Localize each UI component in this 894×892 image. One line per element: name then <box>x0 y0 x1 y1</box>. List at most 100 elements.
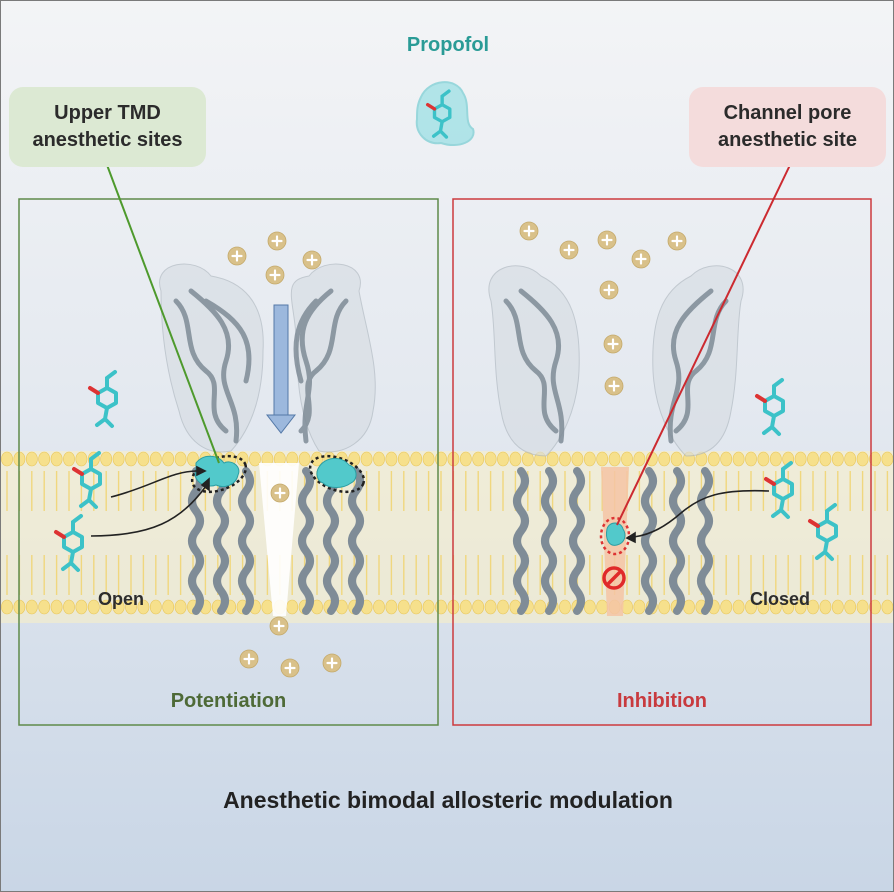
lipid-headgroup <box>112 451 125 467</box>
lipid-headgroup <box>571 451 584 467</box>
channel-pore-callout: Channel pore anesthetic site <box>689 87 886 167</box>
channel-pore-callout-line2: anesthetic site <box>718 129 857 151</box>
lipid-headgroup <box>472 599 485 615</box>
lipid-headgroup <box>509 451 522 467</box>
lipid-headgroup <box>174 599 187 615</box>
lipid-headgroup <box>769 599 782 615</box>
lipid-headgroup <box>745 451 757 467</box>
lipid-headgroup <box>298 451 311 467</box>
lipid-headgroup <box>435 599 447 615</box>
lipid-headgroup <box>410 599 423 615</box>
lipid-headgroup <box>633 451 646 467</box>
channel-pore-callout-line1: Channel pore <box>723 102 852 124</box>
lipid-headgroup <box>25 451 38 467</box>
lipid-headgroup <box>63 451 75 467</box>
lipid-headgroup <box>559 599 571 615</box>
lipid-headgroup <box>720 599 733 615</box>
lipid-headgroup <box>559 451 571 467</box>
lipid-headgroup <box>831 451 844 467</box>
lipid-headgroup <box>732 599 745 615</box>
lipid-headgroup <box>373 451 385 467</box>
lipid-headgroup <box>174 451 187 467</box>
lipid-headgroup <box>1 599 13 615</box>
lipid-headgroup <box>769 451 782 467</box>
lipid-headgroup <box>137 451 150 467</box>
lipid-headgroup <box>1 451 13 467</box>
lipid-headgroup <box>583 599 596 615</box>
lipid-headgroup <box>472 451 485 467</box>
lipid-headgroup <box>596 599 609 615</box>
lipid-headgroup <box>881 599 893 615</box>
lipid-headgroup <box>261 599 274 615</box>
lipid-headgroup <box>497 599 509 615</box>
lipid-headgroup <box>757 599 770 615</box>
lipid-headgroup <box>422 451 435 467</box>
lipid-headgroup <box>819 599 832 615</box>
lipid-headgroup <box>720 451 733 467</box>
lipid-headgroup <box>707 451 720 467</box>
propofol-label: Propofol <box>406 34 490 56</box>
lipid-headgroup <box>162 599 175 615</box>
lipid-headgroup <box>484 451 497 467</box>
lipid-headgroup <box>137 599 150 615</box>
lipid-headgroup <box>745 599 757 615</box>
lipid-headgroup <box>484 599 497 615</box>
upper-tmd-anesthetic-sites <box>190 454 366 494</box>
lipid-headgroup <box>583 451 596 467</box>
inhibition-panel-frame <box>452 198 872 726</box>
main-caption: Anesthetic bimodal allosteric modulation <box>223 787 673 813</box>
lipid-headgroup <box>286 599 299 615</box>
ion-flow-arrow-icon <box>265 304 297 434</box>
lipid-headgroup <box>373 599 385 615</box>
closed-channel-protein <box>488 265 744 616</box>
potentiation-title: Potentiation <box>170 690 287 712</box>
lipid-headgroup <box>807 599 819 615</box>
lipid-headgroup <box>596 451 609 467</box>
lipid-headgroup <box>782 599 795 615</box>
inhibition-title: Inhibition <box>617 690 707 712</box>
lipid-headgroup <box>410 451 423 467</box>
pore-pointer-line <box>616 164 791 526</box>
lipid-headgroup <box>38 451 51 467</box>
lipid-headgroup <box>435 451 447 467</box>
lipid-headgroup <box>497 451 509 467</box>
lipid-headgroup <box>869 451 881 467</box>
binding-arrows <box>90 465 770 544</box>
lipid-headgroup <box>385 451 398 467</box>
lipid-headgroup <box>670 451 683 467</box>
upper-tmd-callout: Upper TMD anesthetic sites <box>9 87 206 167</box>
lipid-headgroup <box>50 451 63 467</box>
lipid-headgroup <box>63 599 75 615</box>
lipid-headgroup <box>794 599 807 615</box>
lipid-headgroup <box>732 451 745 467</box>
lipid-headgroup <box>819 451 832 467</box>
lipid-headgroup <box>397 599 410 615</box>
lipid-headgroup <box>621 451 633 467</box>
lipid-headgroup <box>658 451 671 467</box>
lipid-headgroup <box>249 451 261 467</box>
lipid-headgroup <box>856 451 869 467</box>
upper-tmd-callout-line2: anesthetic sites <box>32 129 183 151</box>
lipid-headgroup <box>162 451 175 467</box>
lipid-headgroup <box>100 451 113 467</box>
lipid-headgroup <box>100 599 113 615</box>
lipid-headgroup <box>360 451 373 467</box>
upper-tmd-pointer-line <box>106 164 220 464</box>
lipid-headgroup <box>38 599 51 615</box>
lipid-headgroup <box>831 599 844 615</box>
lipid-headgroup <box>75 599 88 615</box>
lipid-headgroup <box>125 599 137 615</box>
lipid-headgroup <box>881 451 893 467</box>
lipid-headgroup <box>633 599 646 615</box>
lipid-headgroup <box>869 599 881 615</box>
lipid-headgroup <box>75 451 88 467</box>
lipid-headgroup <box>459 599 472 615</box>
lipid-headgroup <box>534 599 547 615</box>
potentiation-panel-frame <box>18 198 439 726</box>
lipid-headgroup <box>125 451 137 467</box>
lipid-headgroup <box>807 451 819 467</box>
lipid-headgroup <box>856 599 869 615</box>
lipid-headgroup <box>794 451 807 467</box>
